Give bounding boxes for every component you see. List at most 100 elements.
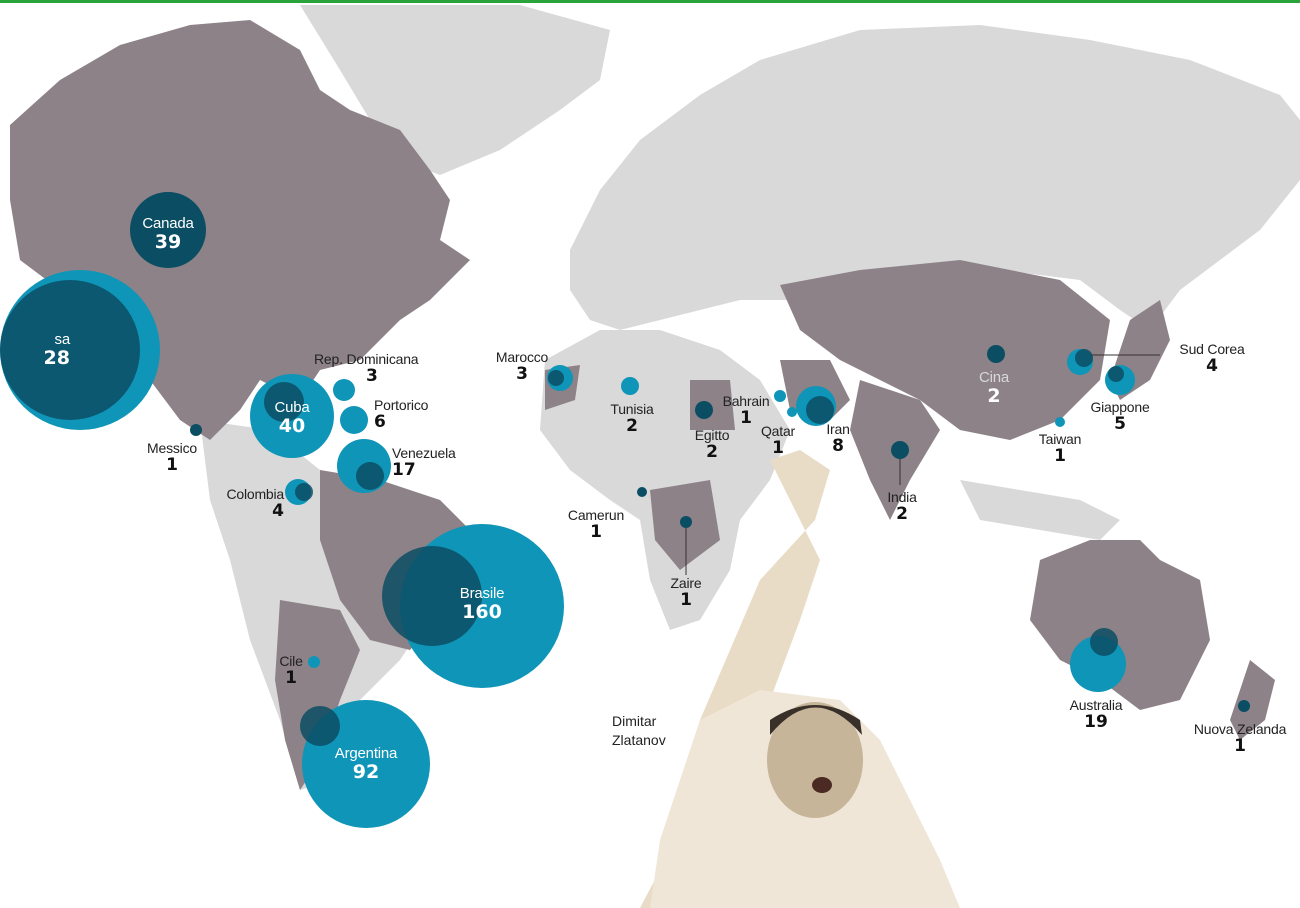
country-value-egitto: 2	[706, 442, 718, 462]
bubble-portorico	[340, 406, 368, 434]
country-value-canada: 39	[154, 231, 182, 253]
player-head	[767, 702, 863, 818]
player-photo	[640, 450, 960, 908]
country-name-canada: Canada	[142, 215, 194, 232]
bubble-overlap-usa	[0, 280, 140, 420]
country-value-portorico: 6	[374, 412, 386, 432]
country-value-india: 2	[896, 504, 908, 524]
bubble-bahrain	[774, 390, 786, 402]
bubble-overlap-argentina	[300, 706, 340, 746]
country-value-marocco: 3	[516, 364, 528, 384]
country-name-qatar: Qatar	[760, 423, 796, 439]
country-name-cina: Cina	[978, 369, 1010, 386]
country-value-colombia: 4	[272, 501, 284, 521]
bubble-cina	[987, 345, 1005, 363]
bubble-tunisia	[621, 377, 639, 395]
country-name-camerun: Camerun	[567, 507, 625, 523]
country-value-zaire: 1	[680, 590, 692, 610]
land-argentina	[275, 600, 360, 790]
bubble-overlap-brasile	[382, 546, 482, 646]
country-name-sud-corea: Sud Corea	[1179, 341, 1245, 357]
bubble-taiwan	[1055, 417, 1065, 427]
bubble-overlap-australia	[1090, 628, 1118, 656]
country-value-giappone: 5	[1114, 414, 1126, 434]
land-seasia	[960, 480, 1120, 540]
country-name-zaire: Zaire	[670, 575, 702, 591]
country-value-cile: 1	[285, 668, 297, 688]
country-value-tunisia: 2	[626, 416, 638, 436]
country-name-messico: Messico	[147, 440, 197, 456]
country-name-nuova-zelanda: Nuova Zelanda	[1193, 721, 1287, 737]
country-value-bahrain: 1	[740, 408, 752, 428]
country-value-nuova-zelanda: 1	[1234, 736, 1246, 756]
country-name-giappone: Giappone	[1090, 399, 1150, 415]
bubble-nuova-zelanda	[1238, 700, 1250, 712]
bubble-rep-dominicana	[333, 379, 355, 401]
bubble-zaire	[680, 516, 692, 528]
country-name-bahrain: Bahrain	[722, 393, 770, 409]
country-name-rep-dominicana: Rep. Dominicana	[314, 351, 419, 367]
country-value-usa: 28	[43, 347, 70, 369]
bubble-overlap-giappone	[1108, 366, 1124, 382]
player-mouth	[812, 777, 832, 793]
country-name-iran: Iran	[826, 421, 850, 437]
country-value-cina: 2	[987, 385, 1001, 407]
country-value-venezuela: 17	[392, 460, 416, 480]
bubble-overlap-colombia	[295, 483, 313, 501]
photo-caption: Dimitar Zlatanov	[612, 712, 666, 750]
bubble-qatar	[787, 407, 797, 417]
country-name-argentina: Argentina	[334, 745, 398, 762]
bubble-overlap-marocco	[548, 370, 564, 386]
land-greenland	[300, 5, 610, 175]
bubble-overlap-sud-corea	[1075, 349, 1093, 367]
country-name-taiwan: Taiwan	[1038, 431, 1082, 447]
country-value-taiwan: 1	[1054, 446, 1066, 466]
country-value-argentina: 92	[352, 761, 380, 783]
country-name-usa: sa	[54, 331, 71, 348]
country-name-egitto: Egitto	[694, 427, 730, 443]
bubble-messico	[190, 424, 202, 436]
country-value-iran: 8	[832, 436, 844, 456]
country-name-india: India	[887, 489, 917, 505]
country-value-sud-corea: 4	[1206, 356, 1218, 376]
country-value-camerun: 1	[590, 522, 602, 542]
bubble-canada	[130, 192, 206, 268]
bubble-india	[891, 441, 909, 459]
land-australia	[1030, 540, 1210, 710]
country-value-messico: 1	[166, 455, 178, 475]
country-name-australia: Australia	[1069, 697, 1123, 713]
country-name-venezuela: Venezuela	[392, 445, 456, 461]
country-value-brasile: 160	[462, 601, 502, 623]
bubble-cile	[308, 656, 320, 668]
player-hair	[770, 705, 862, 735]
bubble-overlap-venezuela	[356, 462, 384, 490]
country-value-qatar: 1	[772, 438, 784, 458]
bubble-camerun	[637, 487, 647, 497]
bubble-layer	[0, 192, 1250, 828]
country-name-tunisia: Tunisia	[610, 401, 654, 417]
